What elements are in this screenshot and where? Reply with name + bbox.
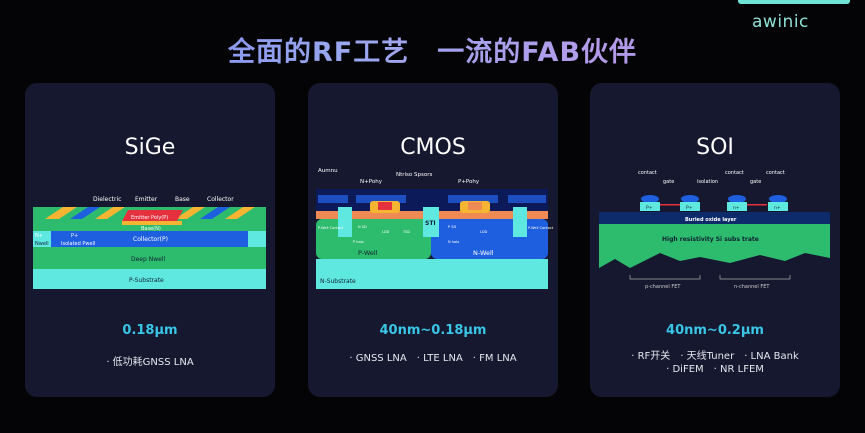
svg-text:P-Well Contact: P-Well Contact: [318, 226, 344, 230]
process-node: 40nm~0.18μm: [379, 323, 487, 338]
sige-diagram: Dielectric Emitter Base Collector Emitte…: [33, 196, 266, 289]
svg-text:P-Well: P-Well: [358, 249, 378, 257]
awinic-logo: awinic: [752, 12, 809, 32]
card-title: CMOS: [400, 135, 466, 160]
card-cmos: CMOS Aumnu N+Pohy Ntriso Spsors P+Pohy S…: [308, 83, 558, 397]
svg-text:Nwell: Nwell: [35, 241, 49, 247]
svg-text:P+Pohy: P+Pohy: [458, 179, 480, 185]
process-node: 40nm~0.2μm: [666, 323, 764, 338]
application-item: · LNA Bank: [744, 351, 799, 362]
card-sige: SiGe Dielectric Emitter Base Collector E…: [25, 83, 275, 397]
svg-text:isolation: isolation: [697, 179, 718, 185]
svg-text:N SD: N SD: [358, 225, 367, 229]
application-list-2: · DiFEM · NR LFEM: [590, 364, 840, 375]
svg-text:TSD: TSD: [402, 230, 410, 234]
svg-text:Base: Base: [175, 196, 190, 203]
svg-text:n+: n+: [733, 205, 740, 211]
svg-text:N+: N+: [35, 233, 43, 239]
application-item: · GNSS LNA: [349, 353, 407, 364]
application-item: · RF开关: [631, 351, 671, 362]
svg-text:STI: STI: [425, 220, 436, 227]
cmos-diagram: Aumnu N+Pohy Ntriso Spsors P+Pohy STI P-…: [316, 168, 554, 289]
svg-text:Emitter: Emitter: [135, 196, 158, 203]
svg-text:gate: gate: [663, 179, 674, 185]
svg-text:n-channel FET: n-channel FET: [734, 284, 770, 290]
application-list: · 低功耗GNSS LNA: [25, 353, 275, 368]
application-list: · RF开关 · 天线Tuner · LNA Bank: [590, 347, 840, 362]
process-node: 0.18μm: [122, 323, 178, 338]
svg-text:LDD: LDD: [480, 230, 488, 234]
application-item: · FM LNA: [472, 353, 517, 364]
svg-text:contact: contact: [766, 170, 785, 176]
svg-text:Collector: Collector: [207, 196, 234, 203]
svg-text:LDD: LDD: [382, 230, 390, 234]
svg-text:P+: P+: [646, 205, 653, 211]
application-item: · DiFEM: [666, 364, 704, 375]
svg-text:Emitter Poly(P): Emitter Poly(P): [131, 215, 168, 221]
application-item: · LTE LNA: [416, 353, 463, 364]
page-title: 全面的RF工艺 一流的FAB伙伴: [0, 30, 865, 69]
svg-text:n+: n+: [774, 205, 781, 211]
svg-text:contact: contact: [725, 170, 744, 176]
card-soi: SOI contact gate isolation contact gate …: [590, 83, 840, 397]
svg-text:P-Well Contact: P-Well Contact: [528, 226, 554, 230]
svg-text:Buried oxide layer: Buried oxide layer: [685, 217, 737, 223]
svg-text:Isolated Pwell: Isolated Pwell: [61, 241, 95, 247]
svg-text:N-Substrate: N-Substrate: [320, 278, 356, 285]
svg-text:P SD: P SD: [448, 225, 456, 229]
application-list: · GNSS LNA · LTE LNA · FM LNA: [308, 353, 558, 364]
svg-text:gate: gate: [750, 179, 761, 185]
svg-text:N-Well: N-Well: [473, 249, 494, 257]
application-item: · 低功耗GNSS LNA: [106, 357, 194, 368]
svg-text:p-channel FET: p-channel FET: [645, 284, 681, 290]
svg-text:Collector(P): Collector(P): [133, 236, 168, 243]
svg-text:Aumnu: Aumnu: [318, 168, 338, 174]
svg-text:P+: P+: [71, 233, 78, 239]
card-title: SiGe: [124, 135, 176, 160]
svg-text:P-Substrate: P-Substrate: [129, 277, 164, 284]
svg-text:Base(N): Base(N): [141, 226, 161, 232]
svg-text:High resistivity Si subs trate: High resistivity Si subs trate: [662, 236, 759, 243]
svg-text:N halo: N halo: [448, 240, 459, 244]
svg-text:P+: P+: [686, 205, 693, 211]
logo-accent-bar: [738, 0, 850, 4]
svg-text:contact: contact: [638, 170, 657, 176]
svg-text:Dielectric: Dielectric: [93, 196, 121, 203]
svg-text:Deep Nwell: Deep Nwell: [131, 256, 165, 263]
application-item: · 天线Tuner: [680, 351, 735, 362]
application-item: · NR LFEM: [713, 364, 764, 375]
svg-text:N+Pohy: N+Pohy: [360, 179, 383, 185]
soi-diagram: contact gate isolation contact gate cont…: [599, 170, 830, 290]
card-title: SOI: [696, 135, 734, 160]
svg-text:Ntriso Spsors: Ntriso Spsors: [396, 172, 433, 178]
svg-text:P halo: P halo: [353, 240, 364, 244]
